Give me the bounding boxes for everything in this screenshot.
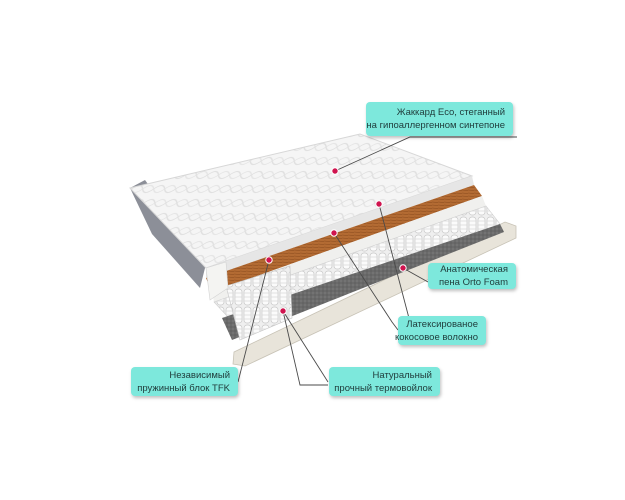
coir-layer xyxy=(206,185,482,292)
marker-spring xyxy=(265,256,273,264)
callout-felt-line2: прочный термовойлок xyxy=(334,382,432,394)
callout-spring-block: Независимый пружинный блок TFK xyxy=(131,367,238,396)
callout-felt-line1: Натуральный xyxy=(372,369,432,381)
marker-jacquard xyxy=(331,167,339,175)
callout-coir-fiber: Латексированое кокосовое волокно xyxy=(394,316,486,345)
callout-foam-line1: Анатомическая xyxy=(440,264,508,275)
callout-jacquard-line2: на гипоаллергенном синтепоне xyxy=(366,120,505,131)
markers xyxy=(265,167,407,315)
leader-lines xyxy=(237,136,517,386)
marker-coir xyxy=(375,200,383,208)
front-coils xyxy=(225,265,293,341)
felt-layer xyxy=(222,224,504,340)
callout-coir-line2: кокосовое волокно xyxy=(394,331,478,343)
marker-coir-2 xyxy=(330,229,338,237)
callout-coir-line1: Латексированое xyxy=(406,318,478,330)
callout-spring-line2: пружинный блок TFK xyxy=(137,382,230,394)
callout-jacquard-line1: Жаккард Eco, стеганный xyxy=(396,107,505,118)
callout-orto-foam: Анатомическая пена Orto Foam xyxy=(428,263,516,289)
callout-spring-line1: Независимый xyxy=(169,369,230,381)
marker-foam xyxy=(399,264,407,272)
mattress-base xyxy=(232,221,517,367)
front-foam-block xyxy=(205,261,229,301)
cover-edge xyxy=(206,176,474,278)
callout-jacquard-cover: Жаккард Eco, стеганный на гипоаллергенно… xyxy=(366,102,513,136)
callout-foam-line2: пена Orto Foam xyxy=(439,277,508,288)
callout-thermal-felt: Натуральный прочный термовойлок xyxy=(329,367,440,396)
marker-felt xyxy=(279,307,287,315)
